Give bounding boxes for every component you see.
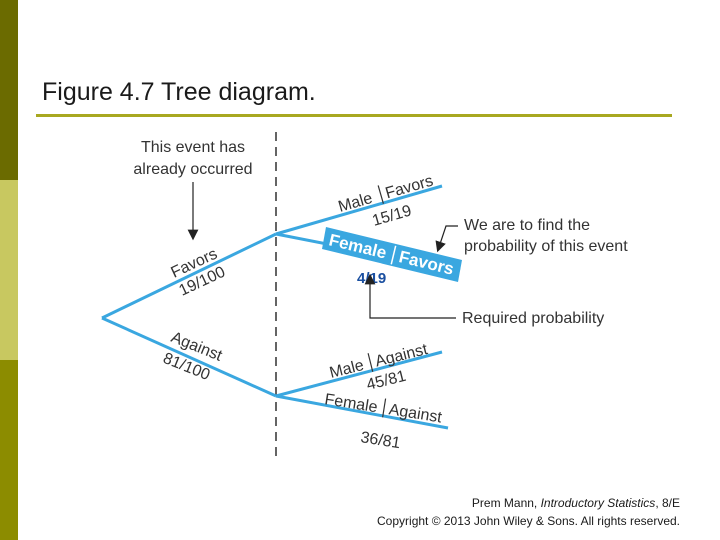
find-note-line2: probability of this event (464, 238, 628, 255)
male-favors-prob: 15/19 (370, 202, 413, 229)
branch-against (101, 316, 277, 398)
male-favors-label2: Favors (384, 173, 436, 203)
female-favors-divider (390, 245, 397, 265)
credit-line: Prem Mann, Introductory Statistics, 8/E (377, 494, 680, 512)
side-bar-bottom (0, 360, 18, 540)
occurred-note-line1: This event has (141, 139, 245, 156)
male-favors-divider (377, 185, 384, 204)
female-against-prob: 36/81 (359, 429, 401, 452)
male-against-divider (367, 353, 374, 372)
slide-title: Figure 4.7 Tree diagram. (42, 78, 316, 106)
side-accent-bar (0, 0, 18, 540)
credit-block: Prem Mann, Introductory Statistics, 8/E … (377, 494, 680, 530)
find-note-arrow (435, 225, 458, 253)
branch-favors (101, 232, 277, 320)
female-against-label: Female (323, 391, 378, 416)
title-underline (36, 114, 672, 117)
male-against-label: Male (328, 357, 366, 382)
female-favors-prob: 4/19 (357, 270, 386, 287)
find-note-line1: We are to find the (464, 217, 590, 234)
female-against-divider (382, 398, 387, 418)
occurred-note-line2: already occurred (133, 161, 252, 178)
credit-edition: , 8/E (655, 496, 680, 510)
side-bar-middle (0, 180, 18, 360)
female-favors-highlight (322, 227, 462, 282)
branch-male-favors (275, 184, 443, 236)
required-prob-note: Required probability (462, 310, 604, 327)
credit-book: Introductory Statistics (540, 496, 656, 510)
branch-female-against (275, 394, 449, 430)
side-bar-top (0, 0, 18, 180)
branch-male-against (275, 350, 443, 398)
required-prob-arrow (364, 273, 456, 319)
copyright-line: Copyright © 2013 John Wiley & Sons. All … (377, 514, 680, 528)
credit-author: Prem Mann, (471, 496, 541, 510)
male-against-label2: Against (373, 341, 429, 371)
